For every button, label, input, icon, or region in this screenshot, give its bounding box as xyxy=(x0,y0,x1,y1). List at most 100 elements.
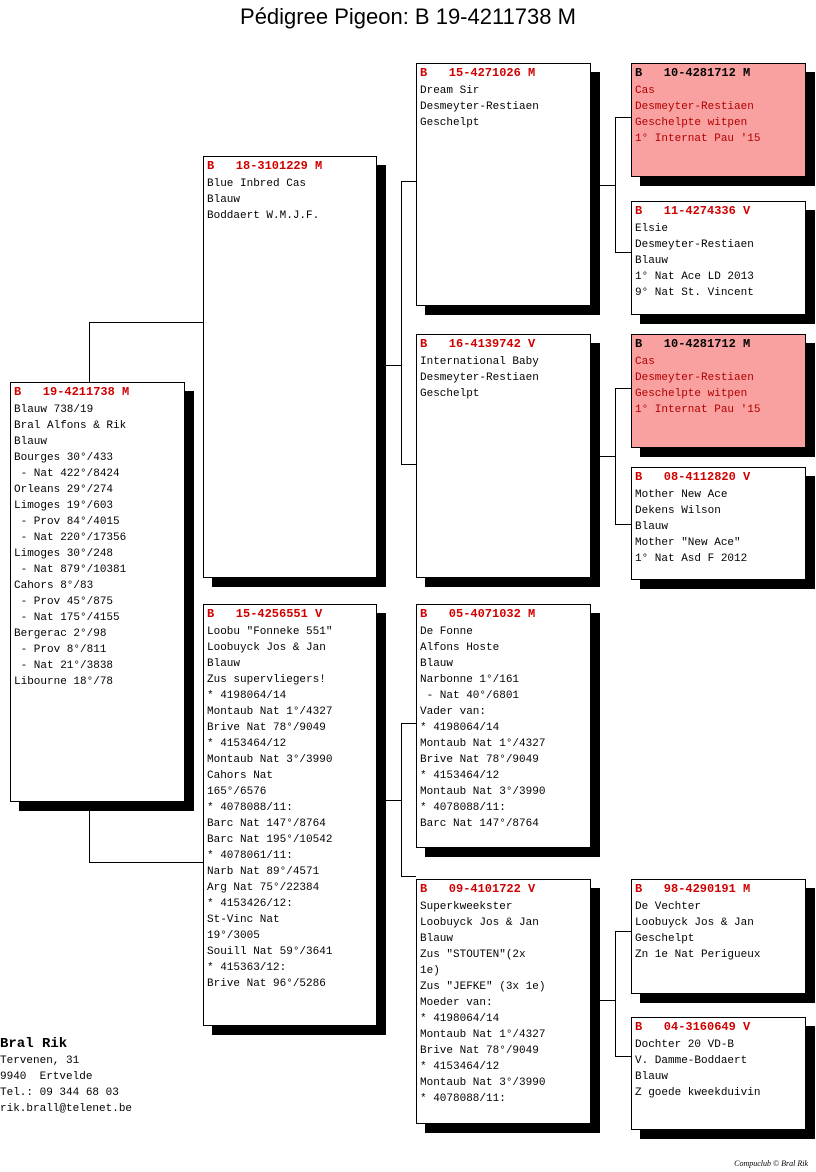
card-line: Montaub Nat 3°/3990 xyxy=(207,754,333,766)
connector xyxy=(401,876,416,877)
card-line: V. Damme-Boddaert xyxy=(635,1055,748,1067)
card-line: 165°/6576 xyxy=(207,786,267,798)
pigeon-card-gen4-8: B 04-3160649 V Dochter 20 VD-B V. Damme-… xyxy=(631,1017,806,1130)
card-line: * 4078061/11: xyxy=(207,850,293,862)
card-line: International Baby xyxy=(420,356,539,368)
card-line: * 415363/12: xyxy=(207,962,287,974)
card-line: - Nat 220°/17356 xyxy=(14,532,127,544)
card-line: Dochter 20 VD-B xyxy=(635,1039,735,1051)
card-line: Desmeyter-Restiaen xyxy=(420,101,539,113)
card-line: Montaub Nat 1°/4327 xyxy=(420,1029,546,1041)
card-line: * 4198064/14 xyxy=(420,1013,500,1025)
connector xyxy=(615,931,631,932)
owner-city: 9940 Ertvelde xyxy=(0,1071,93,1083)
card-line: - Prov 84°/4015 xyxy=(14,516,120,528)
connector xyxy=(401,181,416,182)
pigeon-card-gen4-1: B 10-4281712 M Cas Desmeyter-Restiaen Ge… xyxy=(631,63,806,177)
ring-number: B 10-4281712 M xyxy=(635,337,751,351)
card-line: De Fonne xyxy=(420,626,473,638)
ring-number: B 05-4071032 M xyxy=(420,607,536,621)
connector xyxy=(590,185,616,186)
connector xyxy=(401,723,416,724)
connector xyxy=(89,322,203,323)
card-line: Bral Alfons & Rik xyxy=(14,420,127,432)
ring-number: B 15-4271026 M xyxy=(420,66,536,80)
card-line: Loobuyck Jos & Jan xyxy=(635,917,754,929)
pigeon-card-subject: B 19-4211738 M Blauw 738/19 Bral Alfons … xyxy=(10,382,185,802)
card-line: - Nat 40°/6801 xyxy=(420,690,520,702)
card-line: St-Vinc Nat xyxy=(207,914,280,926)
card-line: Mother New Ace xyxy=(635,489,728,501)
ring-number: B 10-4281712 M xyxy=(635,66,751,80)
connector xyxy=(615,117,616,253)
connector xyxy=(89,811,90,863)
card-line: De Vechter xyxy=(635,901,702,913)
connector xyxy=(615,1056,631,1057)
card-line: Alfons Hoste xyxy=(420,642,500,654)
card-line: * 4078088/11: xyxy=(207,802,293,814)
card-line: Bourges 30°/433 xyxy=(14,452,114,464)
card-line: - Prov 8°/811 xyxy=(14,644,107,656)
card-line: Zus "STOUTEN"(2x xyxy=(420,949,526,961)
card-line: Loobuyck Jos & Jan xyxy=(207,642,326,654)
connector xyxy=(89,322,90,383)
card-line: Geschelpt xyxy=(420,388,480,400)
card-line: Blauw xyxy=(635,255,669,267)
card-line: Blauw xyxy=(635,521,669,533)
card-line: Mother "New Ace" xyxy=(635,537,741,549)
owner-address: Tervenen, 31 xyxy=(0,1055,80,1067)
card-line: Dekens Wilson xyxy=(635,505,721,517)
card-line: 1e) xyxy=(420,965,440,977)
card-line: Montaub Nat 3°/3990 xyxy=(420,786,546,798)
card-line: - Nat 879°/10381 xyxy=(14,564,127,576)
card-line: Blauw xyxy=(420,933,454,945)
card-line: * 4198064/14 xyxy=(420,722,500,734)
card-line: Montaub Nat 1°/4327 xyxy=(420,738,546,750)
card-line: Cas xyxy=(635,85,655,97)
card-line: 9° Nat St. Vincent xyxy=(635,287,754,299)
card-line: Desmeyter-Restiaen xyxy=(420,372,539,384)
card-line: Barc Nat 195°/10542 xyxy=(207,834,333,846)
connector xyxy=(401,723,402,876)
owner-info: Bral Rik Tervenen, 31 9940 Ertvelde Tel.… xyxy=(0,1035,132,1117)
ring-number: B 09-4101722 V xyxy=(420,882,536,896)
card-line: Loobuyck Jos & Jan xyxy=(420,917,539,929)
pigeon-card-sire-sire: B 15-4271026 M Dream Sir Desmeyter-Resti… xyxy=(416,63,591,306)
card-line: Cahors Nat xyxy=(207,770,274,782)
card-line: - Nat 175°/4155 xyxy=(14,612,120,624)
card-line: * 4198064/14 xyxy=(207,690,287,702)
ring-number: B 15-4256551 V xyxy=(207,607,323,621)
pigeon-card-sire-dam: B 16-4139742 V International Baby Desmey… xyxy=(416,334,591,578)
card-line: * 4153464/12 xyxy=(207,738,287,750)
card-line: * 4153426/12: xyxy=(207,898,293,910)
pigeon-card-gen4-4: B 08-4112820 V Mother New Ace Dekens Wil… xyxy=(631,467,806,580)
connector xyxy=(590,456,616,457)
card-line: Desmeyter-Restiaen xyxy=(635,372,754,384)
card-line: Barc Nat 147°/8764 xyxy=(207,818,326,830)
owner-name: Bral Rik xyxy=(0,1036,68,1052)
card-line: Vader van: xyxy=(420,706,487,718)
card-line: Blauw xyxy=(635,1071,669,1083)
card-line: - Nat 422°/8424 xyxy=(14,468,120,480)
card-line: Z goede kweekduivin xyxy=(635,1087,761,1099)
card-line: Brive Nat 78°/9049 xyxy=(420,754,539,766)
card-line: Geschelpte witpen xyxy=(635,117,748,129)
pigeon-card-gen4-7: B 98-4290191 M De Vechter Loobuyck Jos &… xyxy=(631,879,806,994)
card-line: * 4153464/12 xyxy=(420,1061,500,1073)
pigeon-card-dam-sire: B 05-4071032 M De Fonne Alfons Hoste Bla… xyxy=(416,604,591,848)
ring-number: B 18-3101229 M xyxy=(207,159,323,173)
card-line: Dream Sir xyxy=(420,85,480,97)
connector xyxy=(376,800,402,801)
connector xyxy=(615,388,616,525)
card-line: * 4078088/11: xyxy=(420,802,506,814)
connector xyxy=(401,464,416,465)
pigeon-card-gen4-3: B 10-4281712 M Cas Desmeyter-Restiaen Ge… xyxy=(631,334,806,448)
pigeon-card-sire: B 18-3101229 M Blue Inbred Cas Blauw Bod… xyxy=(203,156,377,578)
card-line: Brive Nat 78°/9049 xyxy=(420,1045,539,1057)
card-line: Elsie xyxy=(635,223,669,235)
card-line: 1° Internat Pau '15 xyxy=(635,133,761,145)
card-line: Narb Nat 89°/4571 xyxy=(207,866,320,878)
pigeon-card-dam: B 15-4256551 V Loobu "Fonneke 551" Loobu… xyxy=(203,604,377,1026)
connector xyxy=(615,931,616,1057)
card-line: Zus supervliegers! xyxy=(207,674,326,686)
